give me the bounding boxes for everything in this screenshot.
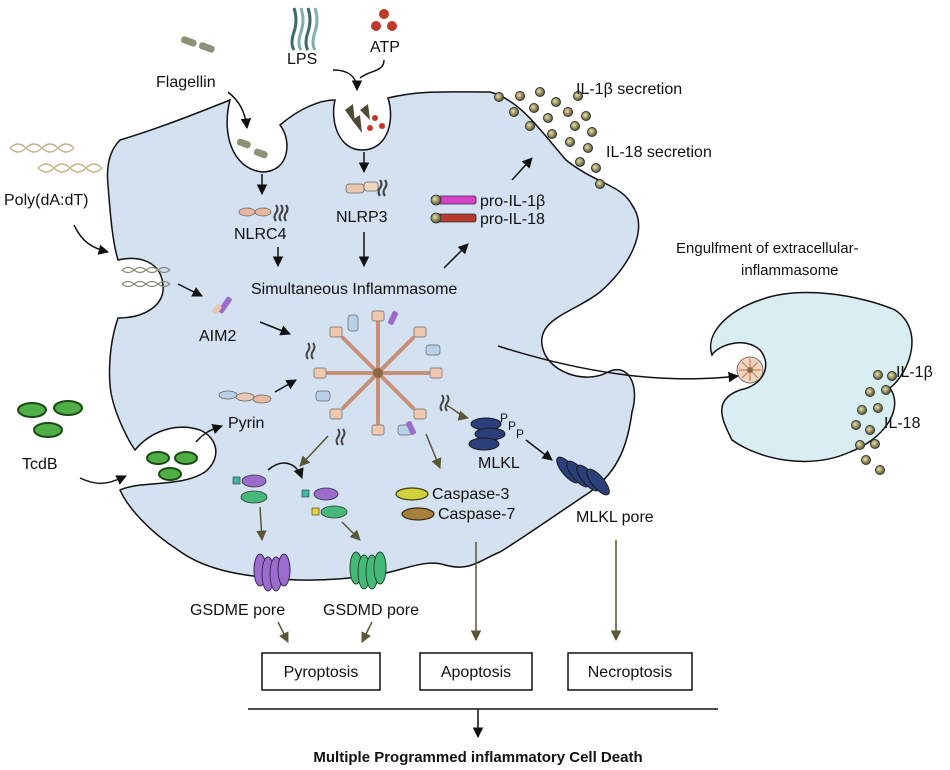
aim2-protein-icon [212, 296, 232, 315]
pyroptosis-label: Pyroptosis [284, 664, 359, 681]
gsdme-pore-label: GSDME pore [190, 602, 285, 619]
pro-il18-bar-icon [430, 212, 477, 224]
internalized-lps-atp-icon [345, 104, 385, 133]
engulfed-inflammasome-icon [736, 356, 764, 384]
tcdb-label: TcdB [22, 456, 58, 473]
secreted-cytokines-icon [494, 87, 605, 189]
caspase3-label: Caspase-3 [432, 486, 509, 503]
outcome-pyroptosis: Pyroptosis [261, 652, 381, 691]
mlkl-pore-icon [556, 456, 610, 496]
caspase7-icon [401, 507, 435, 521]
pro-il1b-label: pro-IL-1β [480, 193, 545, 210]
necroptosis-label: Necroptosis [588, 664, 672, 681]
poly-label: Poly(dA:dT) [4, 192, 88, 209]
outcome-apoptosis: Apoptosis [419, 652, 533, 691]
phospho-3: P [516, 427, 524, 441]
nlrp3-label: NLRP3 [336, 209, 388, 226]
gsdme-cleavage-icon [232, 474, 268, 504]
macrophage-cell [106, 91, 640, 581]
flagellin-icon [180, 36, 215, 53]
internalized-flagellin-icon [236, 138, 268, 159]
gsdmd-pore-label: GSDMD pore [323, 602, 419, 619]
il18-secretion-label: IL-18 secretion [606, 144, 712, 161]
gsdmd-pore-icon [349, 551, 387, 590]
phospho-2: P [508, 419, 516, 433]
mlkl-label: MLKL [478, 455, 520, 472]
mlkl-protein-icon [468, 417, 506, 451]
pyrin-label: Pyrin [228, 415, 264, 432]
nlrc4-label: NLRC4 [234, 226, 287, 243]
flagellin-label: Flagellin [156, 74, 216, 91]
atp-label: ATP [370, 39, 400, 56]
engulf-cytokines-icon [851, 370, 897, 475]
gsdmd-cleavage-icon [301, 487, 348, 519]
caspase3-icon [395, 487, 429, 501]
lps-label: LPS [287, 51, 317, 68]
phospho-1: P [500, 411, 508, 425]
engulf-title-line2: inflammasome [741, 262, 839, 279]
engulf-il1b-label: IL-1β [896, 364, 933, 381]
nlrp3-protein-icon [345, 179, 388, 197]
aim2-label: AIM2 [199, 328, 236, 345]
pro-il18-label: pro-IL-18 [480, 211, 545, 228]
tcdb-icon [17, 400, 83, 438]
inflammasome-complex-icon [305, 310, 450, 446]
footer-title: Multiple Programmed inflammatory Cell De… [313, 749, 642, 766]
gsdme-pore-icon [253, 553, 291, 592]
apoptosis-label: Apoptosis [441, 664, 511, 681]
internalized-tcdb-icon [146, 451, 198, 481]
engulfing-cell [709, 291, 913, 463]
mlkl-pore-label: MLKL pore [576, 509, 654, 526]
pro-il1b-bar-icon [430, 194, 477, 206]
engulf-title-line1: Engulfment of extracellular- [676, 240, 859, 257]
nlrc4-protein-icon [238, 204, 289, 222]
inflammasome-title: Simultaneous Inflammasome [251, 281, 457, 298]
pyrin-protein-icon [218, 390, 272, 404]
engulf-il18-label: IL-18 [884, 415, 921, 432]
dna-icon [9, 143, 103, 173]
outcome-necroptosis: Necroptosis [567, 652, 693, 691]
lps-icon [290, 7, 319, 51]
caspase7-label: Caspase-7 [438, 506, 515, 523]
atp-icon [371, 9, 397, 31]
il1b-secretion-label: IL-1β secretion [576, 81, 682, 98]
internalized-dna-icon [121, 266, 171, 288]
